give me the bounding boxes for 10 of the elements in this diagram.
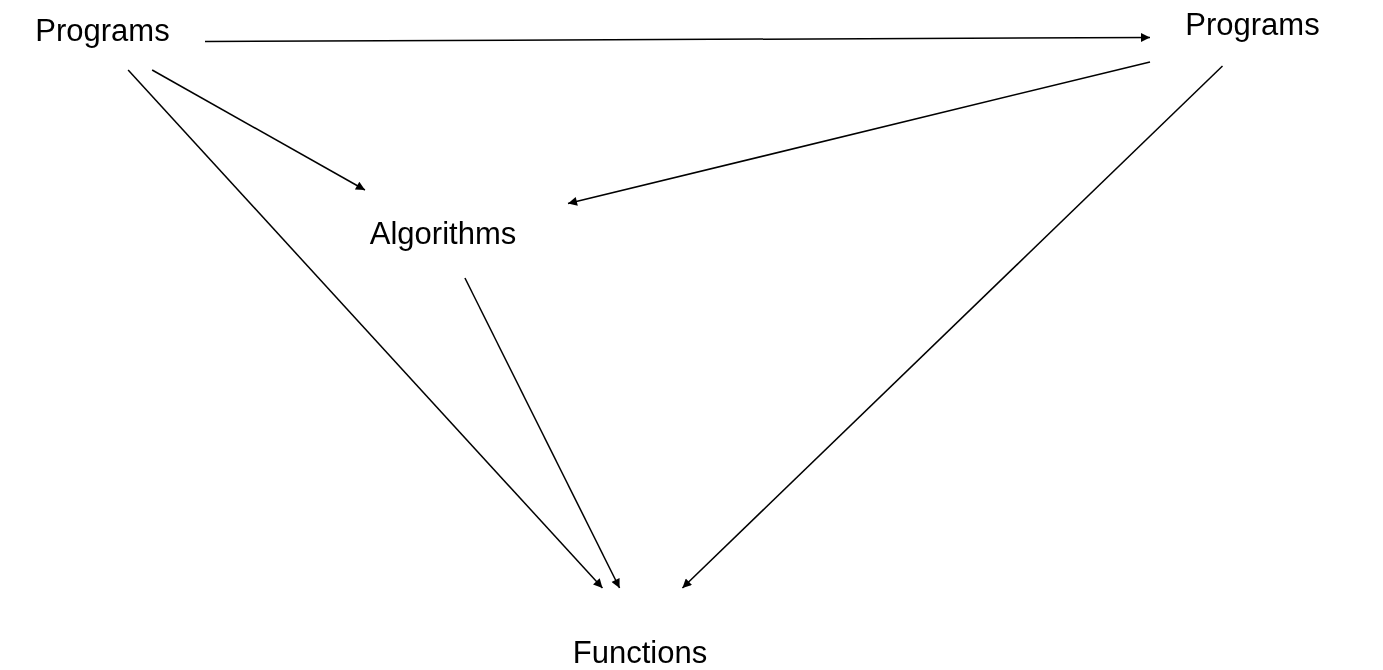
node-label: Functions [572, 635, 708, 670]
arrow [204, 33, 1151, 43]
node-label: Programs [35, 14, 170, 49]
node-label: Algorithms [369, 216, 517, 252]
arrow [127, 69, 604, 589]
node-label: Programs [1185, 8, 1320, 43]
arrow [567, 61, 1151, 206]
arrow [151, 69, 366, 191]
arrow [681, 65, 1224, 589]
arrow [464, 277, 621, 589]
